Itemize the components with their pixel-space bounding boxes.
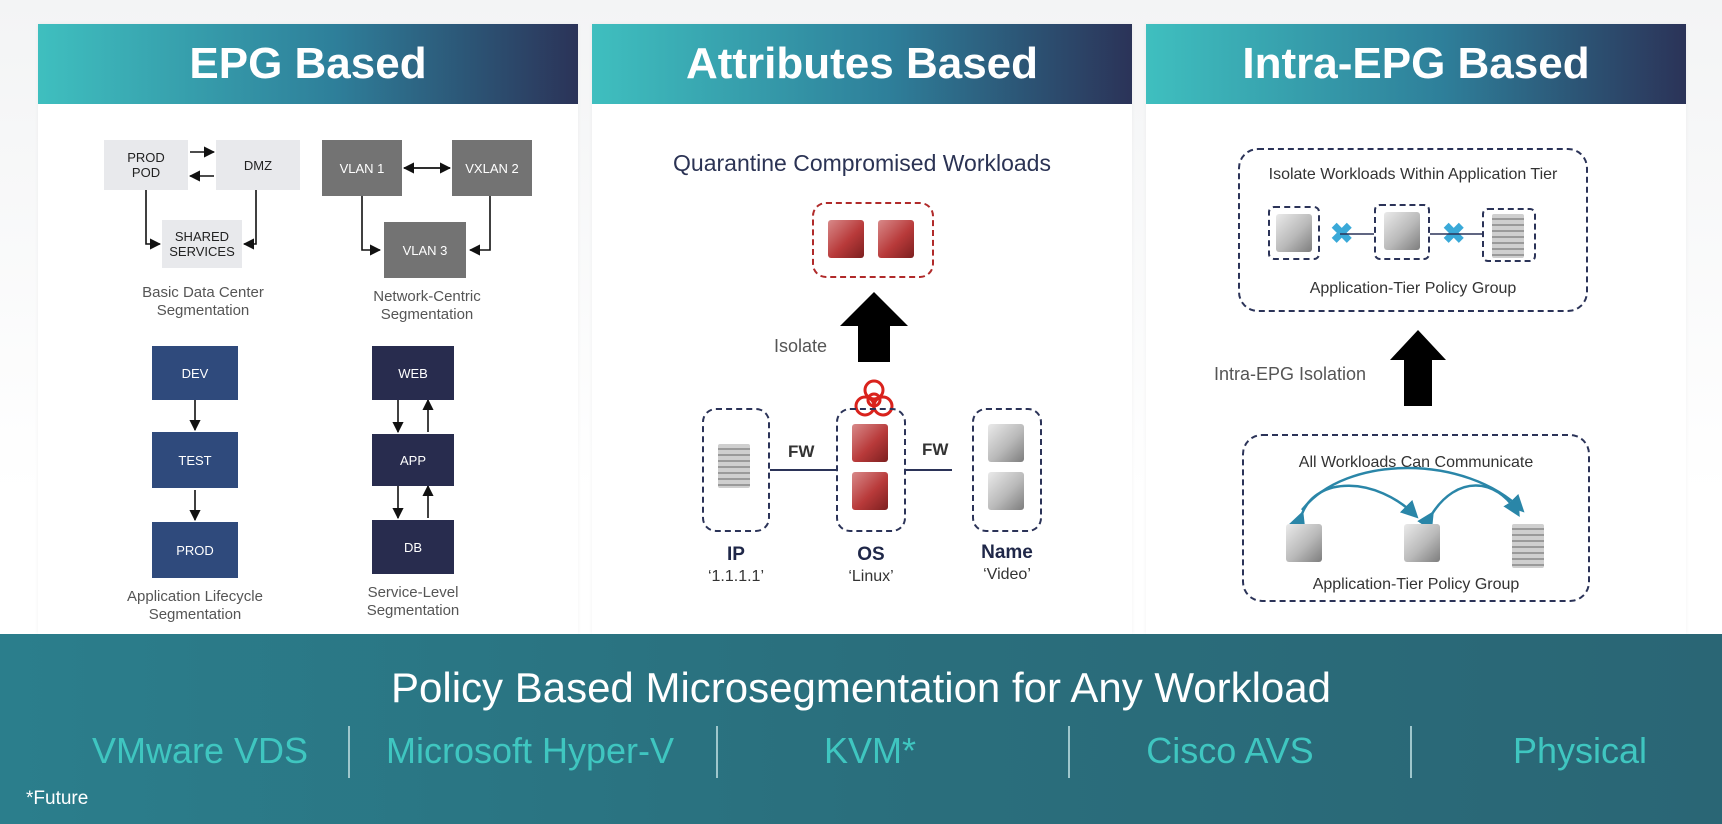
- bottom-policy-group: [1242, 434, 1590, 602]
- platform-cisco-avs: Cisco AVS: [1146, 730, 1314, 771]
- vm-slot: [1374, 204, 1430, 260]
- top-group-label: Application-Tier Policy Group: [1309, 280, 1517, 297]
- panel-header-intra: Intra-EPG Based: [1146, 24, 1686, 104]
- footer-title: Policy Based Microsegmentation for Any W…: [391, 664, 1331, 711]
- platform-separator: [1410, 726, 1412, 778]
- server-icon: [1492, 214, 1524, 258]
- box-prod-pod: PROD POD: [104, 140, 188, 190]
- platform-separator: [716, 726, 718, 778]
- platform-separator: [348, 726, 350, 778]
- vm-icon: [1286, 524, 1322, 562]
- box-app: APP: [372, 434, 454, 486]
- box-shared-services: SHARED SERVICES: [162, 220, 242, 268]
- box-vxlan2: VXLAN 2: [452, 140, 532, 196]
- label-name: Name: [981, 542, 1033, 563]
- quarantined-vm-icon: [878, 220, 914, 258]
- vm-slot: [1268, 206, 1320, 260]
- box-test: TEST: [152, 432, 238, 488]
- footnote-future: *Future: [26, 788, 89, 809]
- platform-hyper-v: Microsoft Hyper-V: [385, 730, 675, 771]
- vm-icon: [1384, 212, 1420, 250]
- watermark-text: All Benefits: [702, 553, 963, 611]
- group-ip: [702, 408, 770, 532]
- vm-icon: [988, 424, 1024, 462]
- vm-icon: [1276, 214, 1312, 252]
- box-dev: DEV: [152, 346, 238, 400]
- quarantined-vm-icon: [828, 220, 864, 258]
- epg-connectors: [145, 146, 491, 522]
- biohazard-icon: [854, 379, 894, 417]
- group-os: [836, 408, 906, 532]
- fw-label-left: FW: [788, 442, 815, 461]
- vm-icon: [988, 472, 1024, 510]
- box-web: WEB: [372, 346, 454, 400]
- box-prod: PROD: [152, 522, 238, 578]
- panel-header-attributes: Attributes Based: [592, 24, 1132, 104]
- bottom-group-label: Application-Tier Policy Group: [1312, 576, 1520, 593]
- box-dmz: DMZ: [216, 140, 300, 190]
- attributes-connectors: [770, 292, 952, 471]
- compromised-vm-icon: [852, 424, 888, 462]
- box-vlan1: VLAN 1: [322, 140, 402, 196]
- compromised-vm-icon: [852, 472, 888, 510]
- quarantine-title: Quarantine Compromised Workloads: [673, 150, 1051, 176]
- platform-vmware-vds: VMware VDS: [91, 730, 309, 771]
- label-ip: IP: [727, 544, 745, 565]
- intra-connectors: [1288, 233, 1525, 531]
- caption-lifecycle-segmentation: Application Lifecycle Segmentation: [127, 588, 263, 623]
- platform-physical: Physical: [1512, 730, 1648, 771]
- top-group-title: Isolate Workloads Within Application Tie…: [1268, 166, 1558, 183]
- box-vlan3: VLAN 3: [384, 222, 466, 278]
- value-ip: ‘1.1.1.1’: [707, 568, 765, 585]
- vm-slot: [1482, 208, 1536, 262]
- caption-basic-segmentation: Basic Data Center Segmentation: [142, 284, 264, 319]
- platform-kvm: KVM*: [823, 730, 917, 771]
- vm-icon: [1404, 524, 1440, 562]
- intra-isolation-label: Intra-EPG Isolation: [1214, 364, 1367, 384]
- group-name: [972, 408, 1042, 532]
- label-os: OS: [857, 544, 885, 565]
- panel-header-epg: EPG Based: [38, 24, 578, 104]
- caption-service-segmentation: Service-Level Segmentation: [366, 584, 460, 619]
- caption-network-segmentation: Network-Centric Segmentation: [373, 288, 481, 323]
- fw-label-right: FW: [922, 440, 949, 459]
- value-os: ‘Linux’: [848, 568, 894, 585]
- server-icon: [1512, 524, 1544, 568]
- quarantine-group: [812, 202, 934, 278]
- platform-separator: [1068, 726, 1070, 778]
- panel-intra-epg-based: Intra-EPG Based Isolate Workloads Within…: [1146, 24, 1686, 634]
- panel-epg-based: EPG Based PROD POD DMZ SHARED SERVICES V…: [38, 24, 578, 634]
- box-db: DB: [372, 520, 454, 574]
- panel-attributes-based: Attributes Based Quarantine Compromised …: [592, 24, 1132, 634]
- value-name: ‘Video’: [983, 566, 1031, 583]
- top-policy-group: [1238, 148, 1588, 312]
- server-icon: [718, 444, 750, 488]
- isolate-label: Isolate: [774, 336, 828, 356]
- footer-banner: Policy Based Microsegmentation for Any W…: [0, 634, 1722, 824]
- bottom-group-title: All Workloads Can Communicate: [1298, 454, 1534, 471]
